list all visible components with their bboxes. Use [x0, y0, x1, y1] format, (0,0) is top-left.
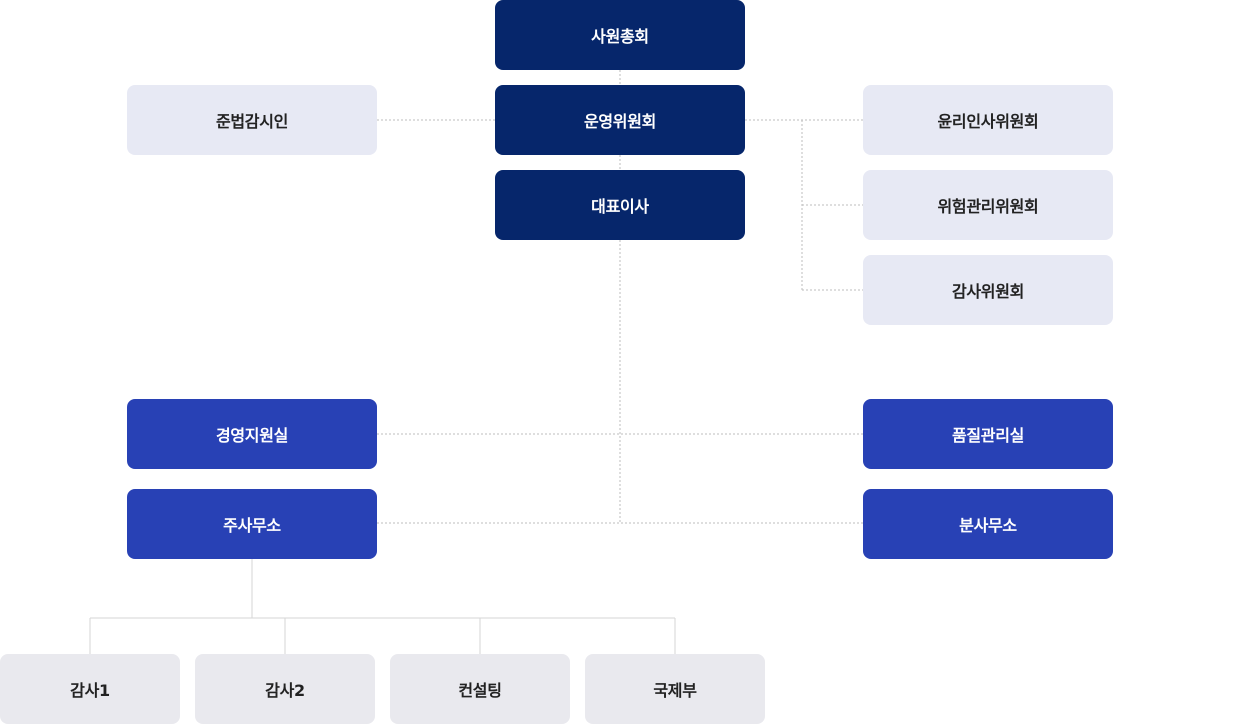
node-general-meeting: 사원총회	[495, 0, 745, 70]
node-ethics-committee: 윤리인사위원회	[863, 85, 1113, 155]
node-label: 감사1	[70, 681, 110, 700]
node-label: 경영지원실	[215, 426, 289, 445]
node-operating-committee: 운영위원회	[495, 85, 745, 155]
node-label: 운영위원회	[583, 112, 657, 131]
node-ceo: 대표이사	[495, 170, 745, 240]
node-international: 국제부	[585, 654, 765, 724]
node-management-support: 경영지원실	[127, 399, 377, 469]
node-label: 위험관리위원회	[937, 197, 1039, 216]
node-audit1: 감사1	[0, 654, 180, 724]
node-label: 윤리인사위원회	[937, 112, 1039, 131]
node-main-office: 주사무소	[127, 489, 377, 559]
node-audit2: 감사2	[195, 654, 375, 724]
node-label: 사원총회	[591, 27, 649, 46]
node-compliance-officer: 준법감시인	[127, 85, 377, 155]
node-quality-management: 품질관리실	[863, 399, 1113, 469]
node-branch-office: 분사무소	[863, 489, 1113, 559]
node-risk-committee: 위험관리위원회	[863, 170, 1113, 240]
node-label: 품질관리실	[951, 426, 1025, 445]
node-label: 준법감시인	[215, 112, 289, 131]
node-label: 대표이사	[591, 197, 649, 216]
node-label: 컨설팅	[458, 681, 502, 700]
node-consulting: 컨설팅	[390, 654, 570, 724]
node-label: 국제부	[653, 681, 697, 700]
node-label: 주사무소	[223, 516, 281, 535]
node-label: 감사위원회	[951, 282, 1025, 301]
node-audit-committee: 감사위원회	[863, 255, 1113, 325]
node-label: 분사무소	[959, 516, 1017, 535]
node-label: 감사2	[265, 681, 305, 700]
